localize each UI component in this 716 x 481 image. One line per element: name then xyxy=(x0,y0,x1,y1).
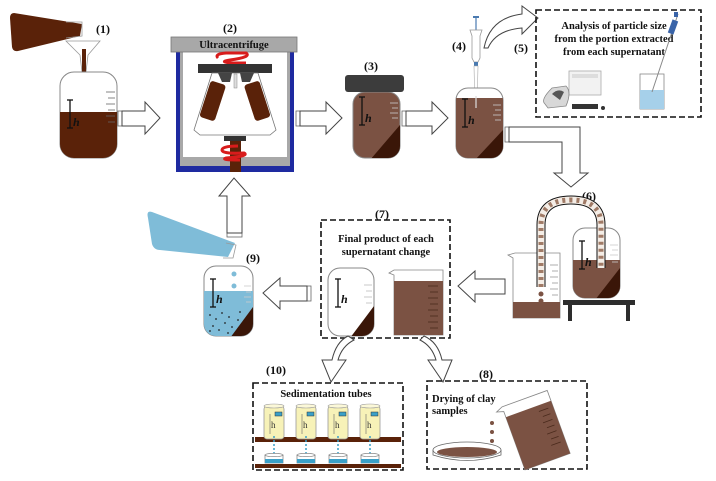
step-3: (3) h xyxy=(345,59,404,159)
analysis-text-line-2: from the portion extracted xyxy=(554,34,673,45)
height-label: h xyxy=(585,255,592,269)
final-product-text-line-1: Final product of each xyxy=(338,234,434,245)
collection-dish xyxy=(296,453,316,464)
sedimentation-tube: h xyxy=(295,403,317,455)
drying-text-line-2: samples xyxy=(432,406,468,417)
step-7-final-product-box: (7) Final product of each supernatant ch… xyxy=(320,207,451,339)
pouring-flask xyxy=(10,13,82,52)
step-label-10: (10) xyxy=(266,363,286,377)
jar-cap xyxy=(345,75,404,92)
pipette-icon xyxy=(469,29,483,63)
height-label: h xyxy=(468,113,475,127)
arrow-4-to-6 xyxy=(504,126,590,188)
arrow-7-to-8 xyxy=(419,335,453,384)
height-label: h xyxy=(341,292,348,306)
petri-dish-icon xyxy=(432,441,502,461)
tube-height-label: h xyxy=(303,420,308,430)
step-10-sedimentation-box: (10) Sedimentation tubes h h h h xyxy=(252,363,404,471)
collection-dish xyxy=(264,453,284,464)
step-label-3: (3) xyxy=(364,59,378,73)
sedimentation-text: Sedimentation tubes xyxy=(280,389,371,400)
step-4: (4) h xyxy=(452,16,504,159)
arrow-6-to-7 xyxy=(457,269,506,304)
step-8-drying-box: (8) Drying of clay samples xyxy=(426,367,588,471)
collection-dish xyxy=(360,453,380,464)
pour-stream xyxy=(82,49,86,84)
tilted-beaker-icon xyxy=(495,389,571,471)
spring-top-icon xyxy=(215,51,249,65)
sedimentation-tube: h xyxy=(327,403,349,455)
step-1: h (1) xyxy=(10,13,118,159)
collection-dish xyxy=(328,453,348,464)
spring-bottom-icon xyxy=(220,144,247,162)
sedimentation-tube: h xyxy=(359,403,381,455)
tube-height-label: h xyxy=(335,420,340,430)
arrow-9-to-2 xyxy=(217,177,252,238)
rotor-bar xyxy=(198,64,272,73)
arrow-3-to-4 xyxy=(401,100,449,136)
step-6: (6) h xyxy=(507,189,635,321)
support-table xyxy=(563,300,635,305)
height-label: h xyxy=(365,111,372,125)
pouring-water-flask xyxy=(147,211,235,257)
collecting-beaker xyxy=(507,252,561,319)
height-label: h xyxy=(73,115,80,129)
step-label-9: (9) xyxy=(246,251,260,265)
flask-neck xyxy=(65,21,83,39)
tube-height-label: h xyxy=(271,420,276,430)
step-label-4: (4) xyxy=(452,39,466,53)
arrow-7-to-9 xyxy=(262,276,312,311)
step-9: (9) h xyxy=(147,211,260,337)
step-label-7: (7) xyxy=(375,207,389,221)
step-label-5: (5) xyxy=(514,41,528,55)
centrifuge-tube-right xyxy=(244,81,271,121)
step-label-8: (8) xyxy=(479,367,493,381)
step-label-2: (2) xyxy=(223,21,237,35)
sedimentation-tube: h xyxy=(263,403,285,455)
particle-analyzer-icon xyxy=(543,70,605,110)
arrow-2-to-3 xyxy=(295,100,343,136)
analysis-text-line-1: Analysis of particle size xyxy=(561,21,667,32)
centrifuge-tube-left xyxy=(199,81,226,121)
final-product-text-line-2: supernatant change xyxy=(342,247,431,258)
tube-height-label: h xyxy=(367,420,372,430)
product-beaker xyxy=(388,269,444,336)
height-marker xyxy=(67,99,73,129)
analysis-text-line-3: from each supernatant xyxy=(563,47,665,58)
height-label: h xyxy=(216,292,223,306)
beaker-with-pipette-icon xyxy=(639,12,679,110)
lower-shelf xyxy=(255,464,401,468)
arrow-1-to-2 xyxy=(117,100,161,136)
drying-text-line-1: Drying of clay xyxy=(432,394,496,405)
step-5-analysis-box: Analysis of particle size from the porti… xyxy=(535,9,702,118)
arrow-7-to-10 xyxy=(321,335,355,384)
step-2: (2) Ultracentrifuge xyxy=(170,21,298,172)
upper-shelf xyxy=(255,437,401,442)
centrifuge-label: Ultracentrifuge xyxy=(199,40,269,51)
arrow-4-to-5: (5) xyxy=(483,5,539,55)
jar-7 xyxy=(327,267,375,337)
step-label-1: (1) xyxy=(96,22,110,36)
